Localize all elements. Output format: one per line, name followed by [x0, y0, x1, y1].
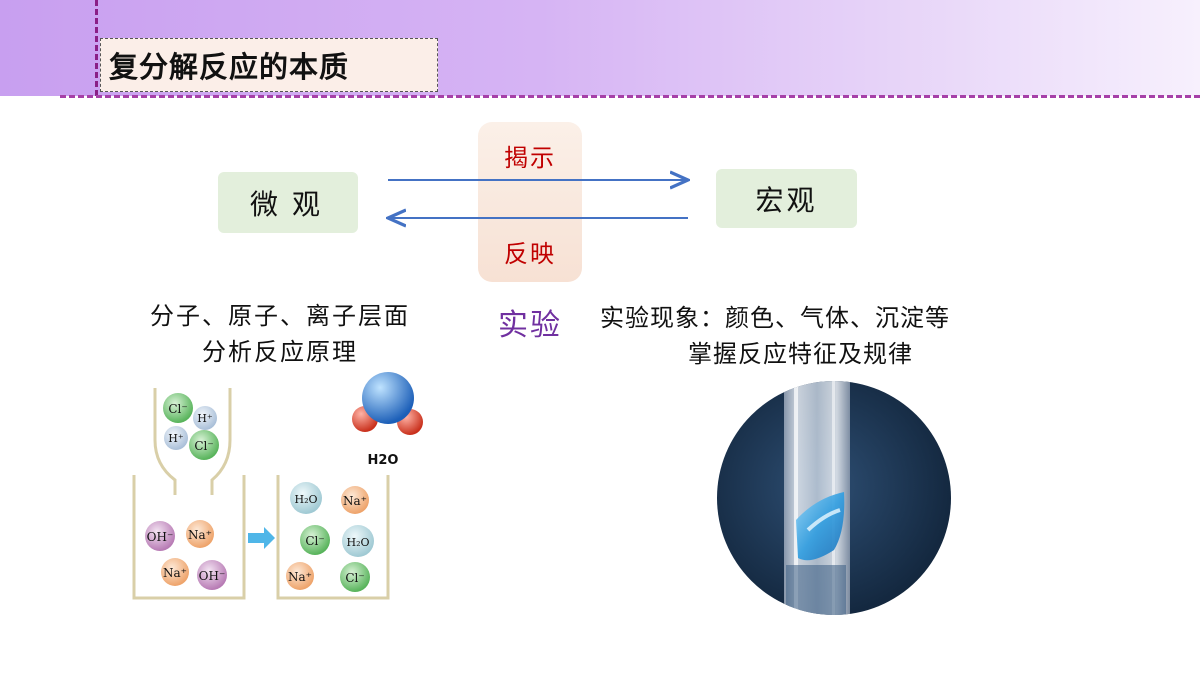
- center-pill: 揭示 反映: [478, 122, 582, 282]
- ion-label: OH⁻: [199, 569, 226, 583]
- ion-label: H⁺: [197, 412, 213, 425]
- micro-caption-line1: 分子、原子、离子层面: [150, 302, 410, 330]
- reflect-label: 反映: [504, 240, 556, 268]
- micro-caption: 分子、原子、离子层面 分析反应原理: [120, 298, 440, 370]
- beaker-left: [132, 475, 246, 600]
- ion-label: H₂O: [346, 536, 369, 549]
- water-molecule: H2O: [352, 372, 423, 468]
- beaker-right-ions: H₂O Na⁺ Cl⁻ H₂O Na⁺ Cl⁻: [286, 482, 374, 592]
- page-title: 复分解反应的本质: [109, 50, 350, 84]
- micro-caption-line2: 分析反应原理: [202, 338, 358, 366]
- title-box: 复分解反应的本质: [100, 38, 438, 92]
- experiment-label: 实验: [498, 308, 562, 343]
- reveal-label: 揭示: [504, 144, 556, 172]
- funnel: [153, 388, 232, 495]
- ion-label: H₂O: [294, 493, 317, 506]
- ion-label: Na⁺: [343, 494, 367, 508]
- funnel-ions: Cl⁻ H⁺ H⁺ Cl⁻: [163, 393, 219, 460]
- macro-box: 宏观: [716, 169, 857, 228]
- ion-label: H⁺: [168, 432, 184, 445]
- test-tube-photo: [717, 381, 951, 615]
- ion-label: Na⁺: [188, 528, 212, 542]
- header-divider: [60, 95, 1200, 98]
- micro-box: 微观: [218, 172, 358, 233]
- macro-caption-line1: 实验现象：颜色、气体、沉淀等: [600, 304, 950, 332]
- macro-caption: 实验现象：颜色、气体、沉淀等 掌握反应特征及规律: [600, 300, 1040, 372]
- ion-label: Cl⁻: [305, 534, 324, 548]
- ion-label: Cl⁻: [194, 439, 213, 453]
- beaker-left-ions: OH⁻ Na⁺ Na⁺ OH⁻: [145, 520, 227, 590]
- macro-caption-line2: 掌握反应特征及规律: [688, 340, 913, 368]
- ion-label: Na⁺: [163, 566, 187, 580]
- ion-label: Cl⁻: [168, 402, 187, 416]
- ion-reaction-diagram: Cl⁻ H⁺ H⁺ Cl⁻ OH⁻ Na⁺ Na⁺ OH⁻ H₂O Na⁺ Cl…: [132, 372, 423, 600]
- ion-label: OH⁻: [147, 530, 174, 544]
- ion-label: Cl⁻: [345, 571, 364, 585]
- arrows: [380, 168, 700, 228]
- reaction-arrow: [248, 527, 275, 549]
- header-vertical-dash: [95, 0, 98, 96]
- beaker-right: [276, 475, 390, 600]
- water-label: H2O: [368, 453, 399, 468]
- ion-label: Na⁺: [288, 570, 312, 584]
